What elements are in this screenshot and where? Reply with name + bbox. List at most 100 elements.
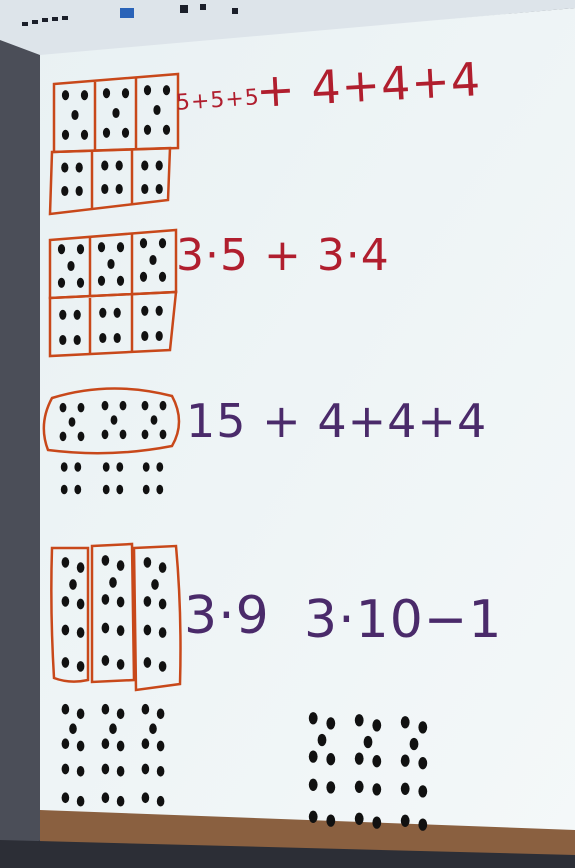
dot — [144, 125, 151, 135]
dot — [117, 741, 125, 752]
dot — [67, 261, 74, 271]
dot — [77, 627, 85, 638]
dot — [62, 557, 70, 568]
dot — [61, 186, 68, 196]
dot — [77, 708, 85, 719]
row2-expression: 3·5 + 3·4 — [176, 230, 390, 281]
dot — [355, 781, 364, 793]
dot — [418, 757, 427, 769]
dot — [156, 331, 163, 341]
dot — [81, 90, 88, 100]
dot — [143, 462, 150, 472]
dot — [102, 704, 110, 715]
dot — [62, 738, 70, 749]
dot — [141, 184, 148, 194]
dot — [156, 462, 163, 472]
dot — [81, 130, 88, 140]
dot — [60, 432, 67, 442]
dot — [418, 785, 427, 797]
dot — [159, 562, 167, 573]
dot — [120, 430, 127, 440]
dot — [117, 276, 124, 286]
dot — [62, 704, 70, 715]
dot — [69, 723, 77, 734]
dot — [372, 755, 381, 767]
dot — [102, 401, 109, 411]
dot — [58, 244, 65, 254]
dot — [74, 485, 81, 495]
dot — [112, 108, 119, 118]
dot — [102, 738, 110, 749]
dot — [401, 754, 410, 766]
dot — [117, 597, 125, 608]
dot — [62, 792, 70, 803]
dot — [117, 766, 125, 777]
dot — [74, 462, 81, 472]
dot — [159, 238, 166, 248]
dot — [372, 783, 381, 795]
dot — [141, 331, 148, 341]
dot — [103, 462, 110, 472]
dot — [117, 560, 125, 571]
dot — [159, 272, 166, 282]
dot — [372, 719, 381, 731]
dot — [102, 792, 110, 803]
dot — [117, 625, 125, 636]
dot — [77, 741, 85, 752]
dot — [309, 779, 318, 791]
dot — [157, 766, 165, 777]
dot — [142, 401, 149, 411]
dot — [163, 125, 170, 135]
dot — [107, 259, 114, 269]
dot — [355, 752, 364, 764]
dot — [140, 238, 147, 248]
dot — [156, 161, 163, 171]
dot — [102, 655, 110, 666]
dot — [160, 401, 167, 411]
dot — [111, 415, 118, 425]
dot — [309, 811, 318, 823]
dot — [401, 716, 410, 728]
dot — [156, 184, 163, 194]
dot — [99, 333, 106, 343]
dot — [142, 704, 150, 715]
dot — [60, 403, 67, 413]
dot — [149, 255, 156, 265]
dot — [62, 625, 70, 636]
dot — [74, 335, 81, 345]
dot — [149, 723, 157, 734]
dot — [114, 308, 121, 318]
dot — [144, 625, 152, 636]
dot — [114, 333, 121, 343]
row4-expression: 3·9 — [184, 586, 270, 646]
dot — [102, 594, 110, 605]
dot — [59, 310, 66, 320]
dot — [77, 766, 85, 777]
dot — [157, 796, 165, 807]
dot — [77, 661, 85, 672]
dot — [143, 485, 150, 495]
dot — [160, 430, 167, 440]
dot — [109, 723, 117, 734]
dot — [418, 818, 427, 830]
dot — [410, 738, 419, 750]
dot — [116, 485, 123, 495]
dot — [117, 796, 125, 807]
dot — [103, 88, 110, 98]
dot — [61, 485, 68, 495]
dot — [401, 815, 410, 827]
dot — [326, 717, 335, 729]
dot — [76, 163, 83, 173]
dot — [77, 599, 85, 610]
dot — [142, 738, 150, 749]
dot — [326, 753, 335, 765]
dot — [62, 596, 70, 607]
dot — [156, 306, 163, 316]
dot — [62, 130, 69, 140]
dot — [77, 562, 85, 573]
dot — [309, 712, 318, 724]
dot — [117, 242, 124, 252]
dot — [372, 816, 381, 828]
dot — [151, 415, 158, 425]
dot — [153, 105, 160, 115]
